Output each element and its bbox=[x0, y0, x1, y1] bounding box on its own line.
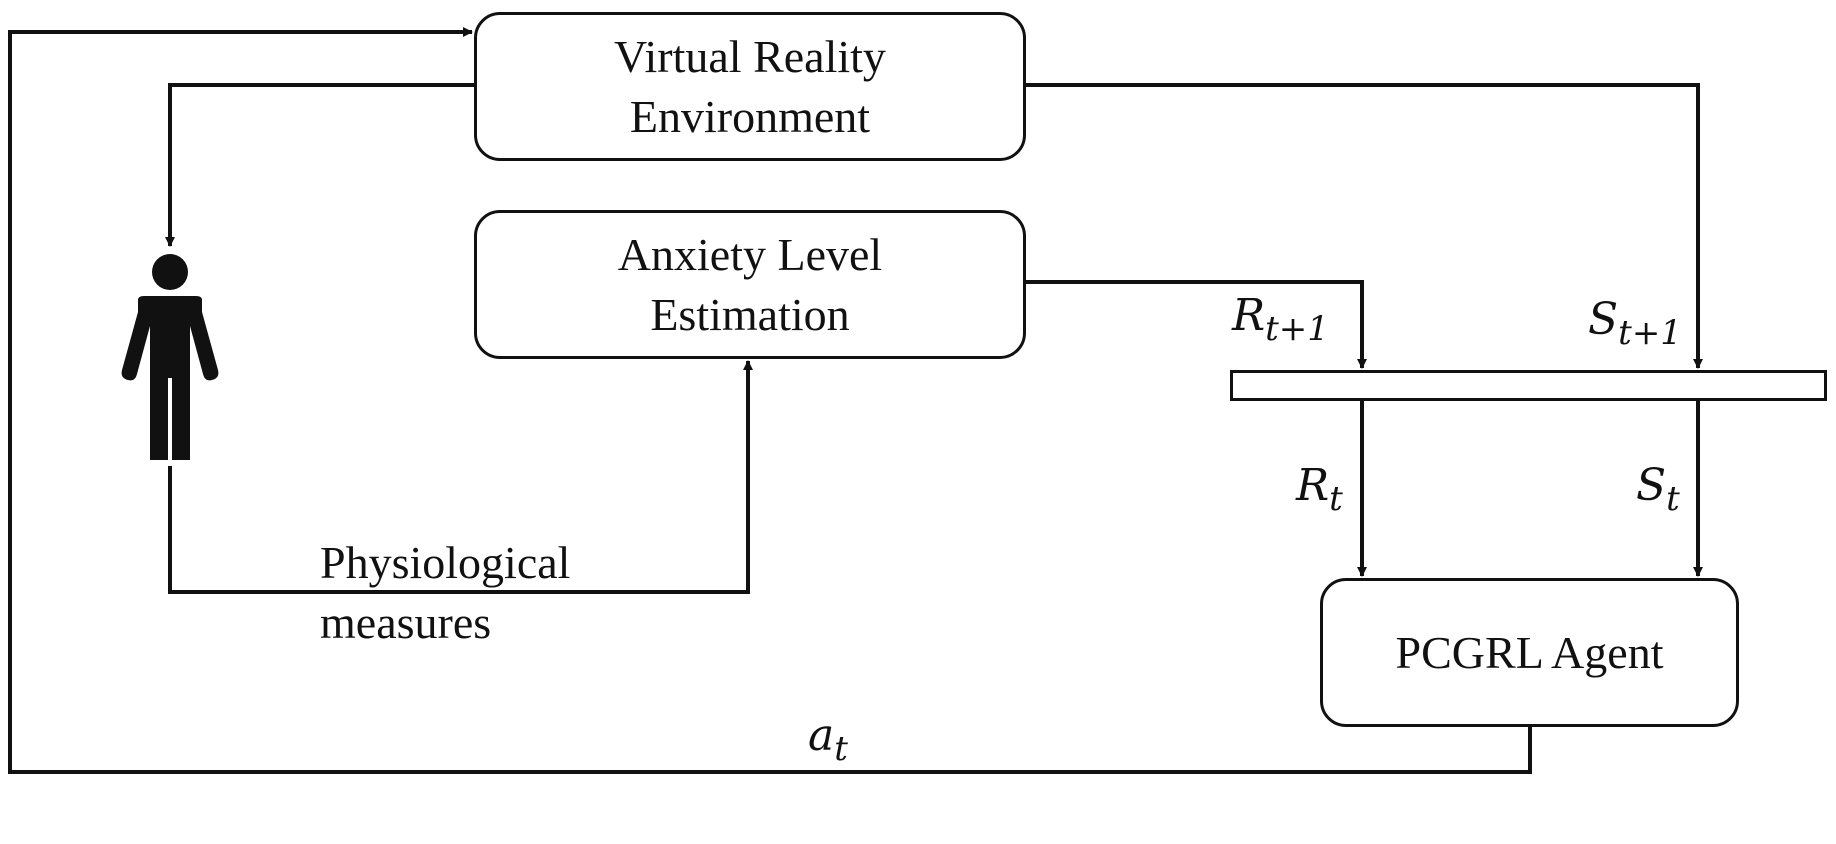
vr-environment-line1: Virtual Reality bbox=[614, 30, 886, 82]
action-loop-arrow bbox=[8, 27, 1532, 774]
vr-environment-line2: Environment bbox=[629, 90, 871, 142]
state-next-subscript: t+1 bbox=[1618, 313, 1682, 353]
reward-next-label: Rt+1 bbox=[1232, 290, 1329, 346]
pcgrl-agent-box: PCGRL Agent bbox=[1320, 578, 1739, 727]
reward-current-symbol: R bbox=[1296, 460, 1330, 511]
action-symbol: a bbox=[808, 710, 835, 761]
state-current-symbol: S bbox=[1636, 460, 1667, 511]
anxiety-estimation-line2: Estimation bbox=[650, 288, 850, 340]
anxiety-estimation-box: Anxiety Level Estimation bbox=[474, 210, 1026, 359]
state-current-subscript: t bbox=[1666, 479, 1680, 519]
pcgrl-agent-label: PCGRL Agent bbox=[1395, 626, 1664, 678]
reward-next-symbol: R bbox=[1232, 290, 1266, 341]
vr-environment-box: Virtual Reality Environment bbox=[474, 12, 1026, 161]
physiological-measures-label: Physiological measures bbox=[320, 533, 570, 653]
reward-next-subscript: t+1 bbox=[1265, 309, 1329, 349]
action-subscript: t bbox=[834, 729, 848, 769]
physiological-line2: measures bbox=[320, 597, 492, 648]
physiological-line1: Physiological bbox=[320, 537, 571, 588]
person-icon bbox=[121, 254, 219, 460]
state-next-label: St+1 bbox=[1588, 294, 1682, 350]
vr-to-person-arrow bbox=[165, 83, 474, 247]
state-next-arrow bbox=[1026, 83, 1703, 369]
reward-next-arrow bbox=[1026, 280, 1367, 369]
state-current-label: St bbox=[1636, 460, 1680, 516]
state-next-symbol: S bbox=[1588, 294, 1619, 345]
reward-current-subscript: t bbox=[1329, 479, 1343, 519]
action-label: at bbox=[808, 710, 848, 766]
anxiety-estimation-line1: Anxiety Level bbox=[617, 228, 883, 280]
transition-buffer bbox=[1230, 370, 1827, 401]
reward-current-label: Rt bbox=[1296, 460, 1343, 516]
physiological-measures-arrow bbox=[168, 360, 753, 594]
